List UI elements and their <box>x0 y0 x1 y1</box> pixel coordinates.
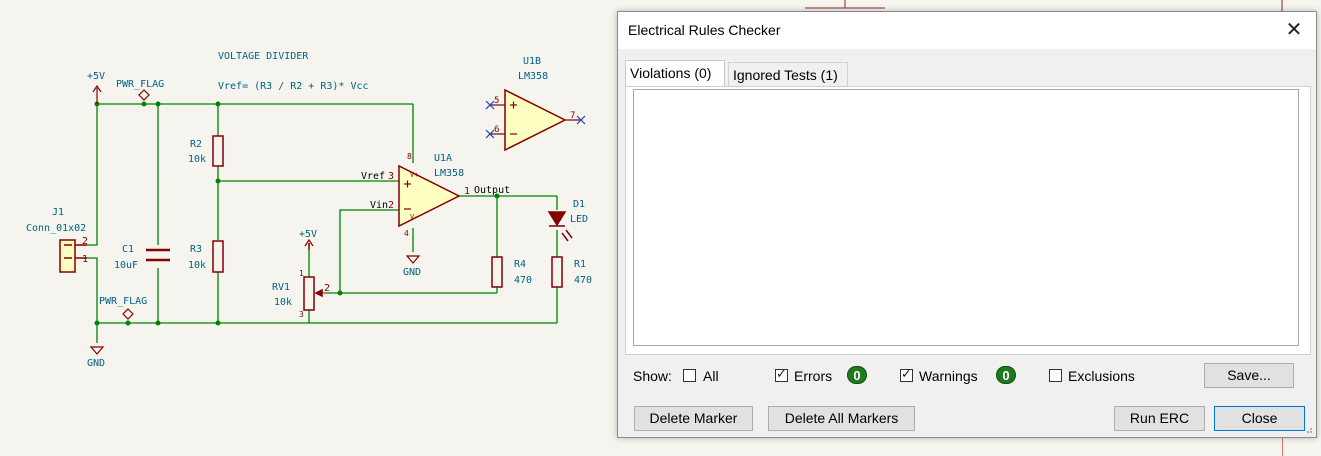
exclusions-label: Exclusions <box>1068 368 1135 384</box>
close-button[interactable]: Close <box>1214 406 1305 431</box>
rv1-pin3: 3 <box>299 310 304 319</box>
pwr-flag-bottom-icon <box>122 308 134 320</box>
rv1-body[interactable] <box>303 276 315 311</box>
errors-checkbox[interactable] <box>775 367 788 382</box>
tab-ignored-tests[interactable]: Ignored Tests (1) <box>728 62 848 86</box>
rv1-pin2: 2 <box>324 283 330 294</box>
u1a-vminus: V- <box>410 213 418 221</box>
sheet-border-tick <box>1282 436 1283 456</box>
all-checkbox[interactable] <box>683 369 696 382</box>
junctions <box>94 101 500 326</box>
all-label: All <box>703 368 719 384</box>
r3-ref: R3 <box>190 244 202 255</box>
j1-pin2: 2 <box>82 236 88 247</box>
violations-list[interactable] <box>633 89 1299 346</box>
r2-value: 10k <box>188 154 206 165</box>
j1-ref: J1 <box>52 207 64 218</box>
dialog-titlebar[interactable]: Electrical Rules Checker ✕ <box>618 12 1316 49</box>
d1-body[interactable] <box>547 211 573 242</box>
u1a-ref: U1A <box>434 153 452 164</box>
r2-ref: R2 <box>190 139 202 150</box>
r3-value: 10k <box>188 260 206 271</box>
r4-body[interactable] <box>491 256 503 288</box>
delete-all-markers-button[interactable]: Delete All Markers <box>768 406 915 431</box>
r4-ref: R4 <box>514 259 526 270</box>
u1a-pin2: 2 <box>388 200 394 211</box>
c1-ref: C1 <box>122 244 134 255</box>
r1-body[interactable] <box>551 256 563 288</box>
pwr-flag-top-label: PWR_FLAG <box>116 79 164 90</box>
rv1-ref: RV1 <box>272 282 290 293</box>
r3-body[interactable] <box>212 240 224 273</box>
vref-formula-note: Vref= (R3 / R2 + R3)* Vcc <box>218 81 369 92</box>
pwr-flag-bottom-label: PWR_FLAG <box>99 296 147 307</box>
j1-body[interactable] <box>59 239 76 273</box>
exclusions-checkbox[interactable] <box>1049 369 1062 382</box>
u1b-pin5: 5 <box>494 96 499 106</box>
u1a-pin4: 4 <box>404 229 409 238</box>
net-vin-label: Vin <box>370 200 388 211</box>
delete-marker-button[interactable]: Delete Marker <box>634 406 753 431</box>
gnd-left-label: GND <box>87 358 105 369</box>
d1-ref: D1 <box>573 199 585 210</box>
warnings-checkbox[interactable] <box>900 367 913 382</box>
u1a-value: LM358 <box>434 168 464 179</box>
tab-ignored-tests-label: Ignored Tests (1) <box>733 67 838 83</box>
r2-body[interactable] <box>212 135 224 167</box>
resize-grip-icon[interactable] <box>1303 424 1313 434</box>
d1-value: LED <box>570 214 588 225</box>
tab-violations[interactable]: Violations (0) <box>625 60 725 87</box>
errors-label: Errors <box>794 368 833 384</box>
gnd-opamp-label: GND <box>403 267 421 278</box>
pwr-5v-label: +5V <box>87 71 105 82</box>
erc-dialog: Electrical Rules Checker ✕ Violations (0… <box>617 11 1317 438</box>
gnd-left-icon <box>89 346 105 355</box>
violations-panel <box>625 86 1311 355</box>
c1-value: 10uF <box>114 260 138 271</box>
warnings-count-badge: 0 <box>996 366 1016 384</box>
save-button[interactable]: Save... <box>1204 363 1294 388</box>
warnings-label: Warnings <box>919 368 978 384</box>
u1a-body[interactable] <box>398 164 461 228</box>
tab-violations-label: Violations (0) <box>630 65 712 81</box>
u1b-body[interactable] <box>504 88 567 152</box>
u1b-value: LM358 <box>518 71 548 82</box>
gnd-opamp-icon <box>405 255 421 264</box>
u1a-pin8: 8 <box>407 152 412 161</box>
pwr-5v-pot-label: +5V <box>299 229 317 240</box>
close-icon[interactable]: ✕ <box>1285 19 1303 41</box>
u1a-pin3: 3 <box>388 171 394 182</box>
u1b-ref: U1B <box>523 56 541 67</box>
net-output-label: Output <box>474 185 510 196</box>
r1-value: 470 <box>574 275 592 286</box>
show-label: Show: <box>633 368 672 384</box>
dialog-title: Electrical Rules Checker <box>628 22 781 38</box>
rv1-value: 10k <box>274 297 292 308</box>
u1a-vplus: V+ <box>410 171 418 179</box>
u1a-pin1: 1 <box>464 186 470 197</box>
voltage-divider-note: VOLTAGE DIVIDER <box>218 51 309 62</box>
j1-value: Conn_01x02 <box>26 223 86 234</box>
u1b-pin7: 7 <box>570 111 575 121</box>
rv1-pin1: 1 <box>299 269 304 278</box>
j1-pin1: 1 <box>82 254 88 265</box>
wires <box>87 103 558 343</box>
run-erc-button[interactable]: Run ERC <box>1114 406 1205 431</box>
net-vref-label: Vref <box>361 171 385 182</box>
u1b-pin6: 6 <box>494 125 499 135</box>
pwr-flag-top-icon <box>138 89 150 101</box>
r1-ref: R1 <box>574 259 586 270</box>
c1-body[interactable] <box>146 248 170 262</box>
r4-value: 470 <box>514 275 532 286</box>
errors-count-badge: 0 <box>847 366 867 384</box>
